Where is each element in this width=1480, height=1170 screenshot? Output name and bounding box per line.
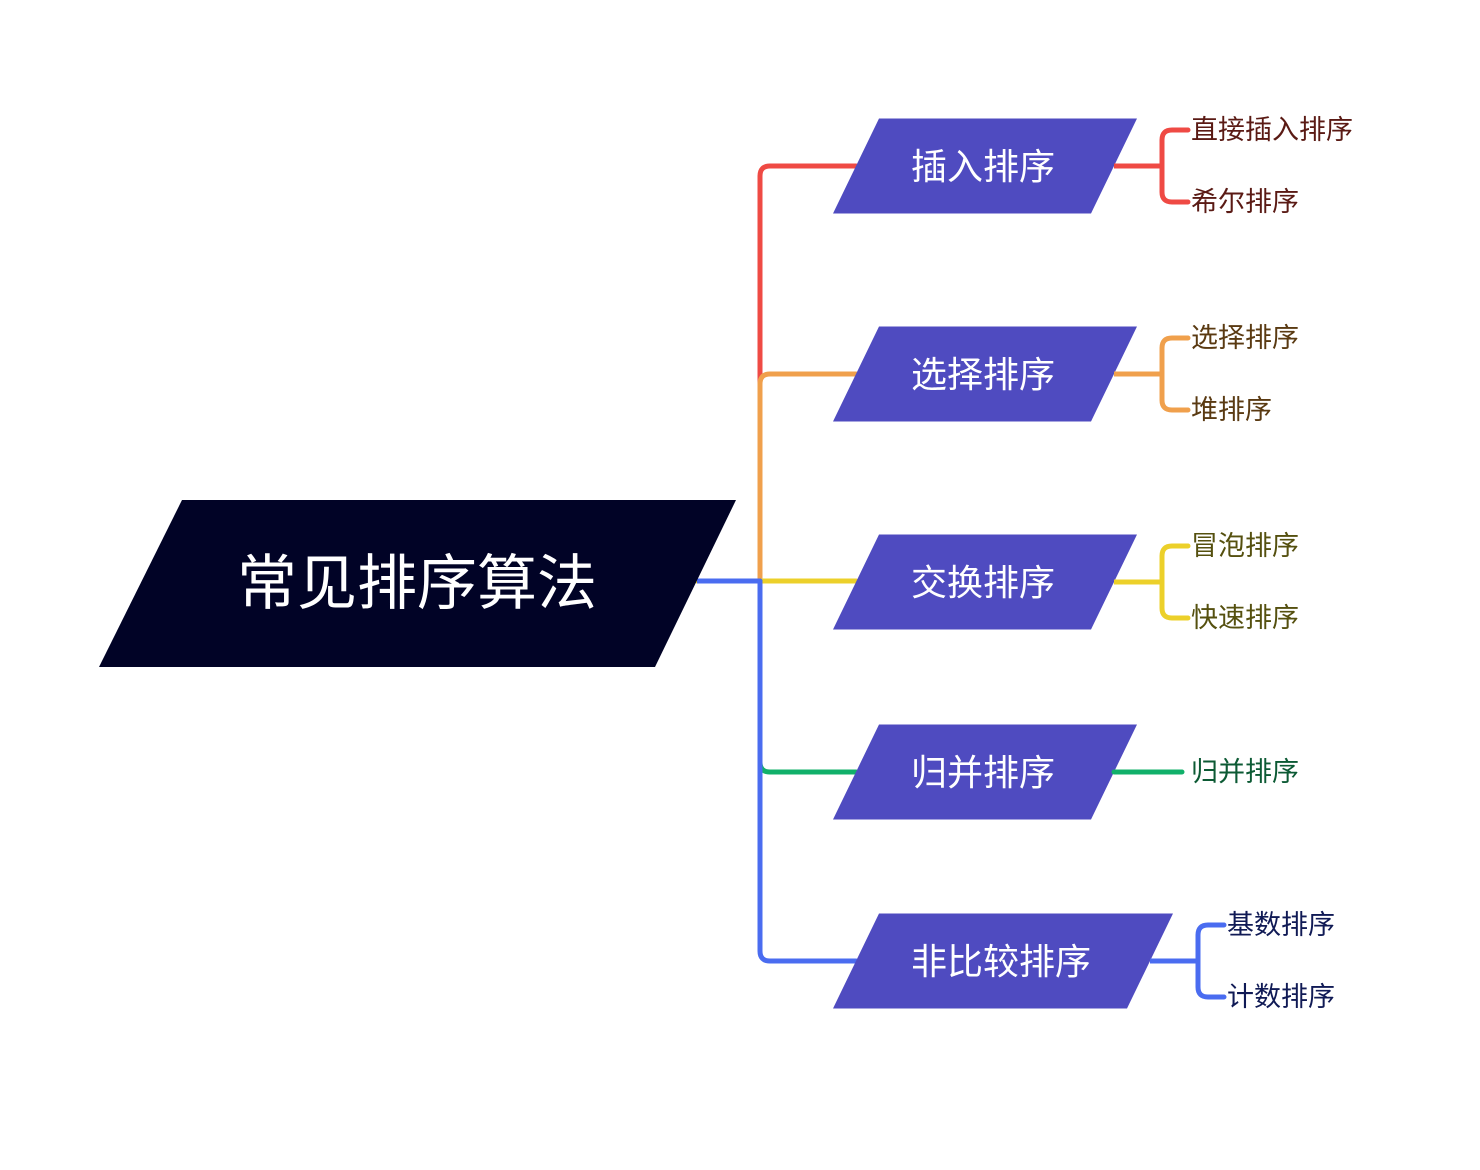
branch-connector [757,578,859,964]
leaf-label[interactable]: 基数排序 [1227,910,1335,941]
leaf-label[interactable]: 归并排序 [1191,757,1299,788]
leaf-label[interactable]: 堆排序 [1191,395,1272,426]
branch-label: 交换排序 [911,563,1055,604]
leaf-label[interactable]: 计数排序 [1227,982,1335,1013]
leaf-label[interactable]: 快速排序 [1191,603,1299,634]
branch-group: 归并排序 归并排序 [833,724,1299,820]
branch-label: 非比较排序 [911,942,1091,983]
branches: 插入排序直接插入排序希尔排序选择排序选择排序堆排序交换排序冒泡排序快速排序归并排… [833,115,1353,1013]
leaf-label[interactable]: 直接插入排序 [1191,115,1353,146]
connectors [694,163,859,964]
root-node[interactable] [99,500,736,667]
leaf-label[interactable]: 希尔排序 [1191,187,1299,218]
branch-label: 插入排序 [911,147,1055,188]
root-node-group: 常见排序算法 [99,500,736,667]
leaf-bracket-connector [1195,922,1227,1000]
branch-label: 选择排序 [911,355,1055,396]
branch-label: 归并排序 [911,753,1055,794]
leaf-bracket-connector [1159,543,1191,621]
branch-node[interactable] [833,326,1137,422]
branch-node[interactable] [833,913,1173,1009]
branch-node[interactable] [833,724,1137,820]
branch-connector [757,578,859,775]
leaf-bracket-connector [1159,335,1191,413]
branch-node[interactable] [833,534,1137,630]
leaf-bracket-connector [1159,127,1191,205]
leaf-label[interactable]: 冒泡排序 [1191,531,1299,562]
branch-node[interactable] [833,118,1137,214]
branch-connector [757,371,859,584]
branch-connector [757,163,859,584]
leaf-label[interactable]: 选择排序 [1191,323,1299,354]
root-label: 常见排序算法 [237,549,597,619]
